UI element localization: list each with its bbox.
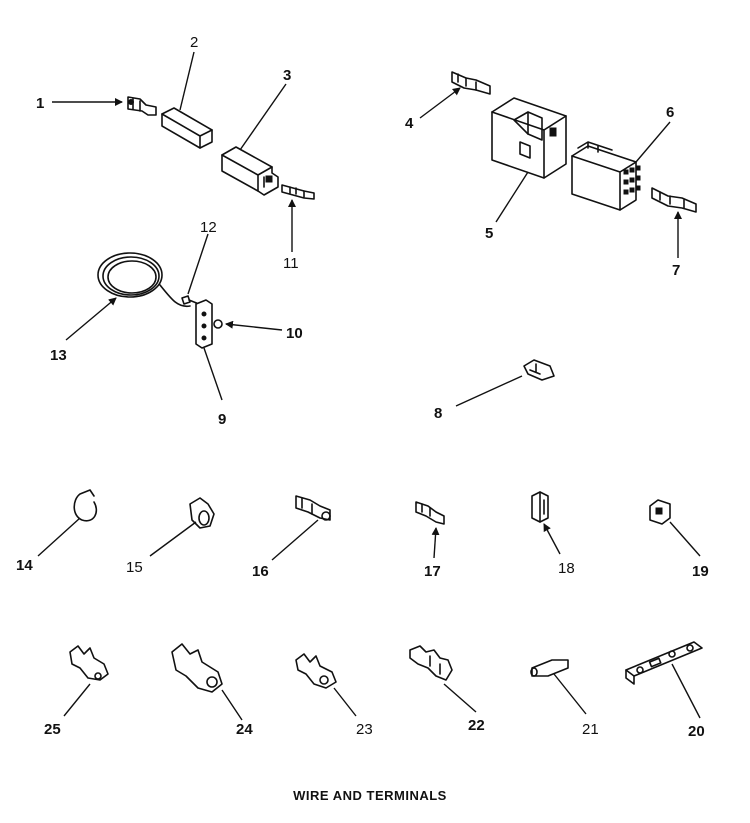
callout-17: 17 xyxy=(424,563,441,580)
callout-10: 10 xyxy=(286,325,303,342)
part-25-ring-terminal xyxy=(69,645,109,681)
part-7-pin xyxy=(651,187,697,213)
leader-23 xyxy=(333,687,357,717)
callout-22: 22 xyxy=(468,717,485,734)
leader-18 xyxy=(543,523,561,555)
callout-20: 20 xyxy=(688,723,705,740)
part-13-wire-coil xyxy=(97,252,191,308)
leader-10 xyxy=(225,320,283,331)
callout-14: 14 xyxy=(16,557,33,574)
callout-6: 6 xyxy=(666,104,674,121)
callout-24: 24 xyxy=(236,721,253,738)
callout-9: 9 xyxy=(218,411,226,428)
callout-19: 19 xyxy=(692,563,709,580)
plug-socket-grid xyxy=(623,165,641,195)
leader-21 xyxy=(553,673,587,715)
part-18-connector xyxy=(531,491,549,523)
part-17-terminal xyxy=(415,501,445,525)
leader-14 xyxy=(37,517,81,557)
part-24-ring-terminal xyxy=(171,643,223,693)
callout-1: 1 xyxy=(36,95,44,112)
part-4-terminal xyxy=(451,71,491,95)
callout-7: 7 xyxy=(672,262,680,279)
part-12-screw xyxy=(181,295,200,305)
callout-21: 21 xyxy=(582,721,599,738)
leader-22 xyxy=(443,683,477,713)
leader-15 xyxy=(149,521,197,557)
leader-5 xyxy=(495,171,529,223)
callout-8: 8 xyxy=(434,405,442,422)
leader-9 xyxy=(203,347,223,401)
part-11-pin-terminal xyxy=(281,184,315,200)
part-1-terminal xyxy=(127,96,157,116)
part-20-bracket xyxy=(625,641,703,685)
part-6-plug xyxy=(571,141,641,211)
part-10-washer xyxy=(213,319,223,329)
diagram-caption: WIRE AND TERMINALS xyxy=(293,788,447,803)
part-16-terminal xyxy=(295,495,331,521)
leader-12 xyxy=(187,233,209,295)
callout-18: 18 xyxy=(558,560,575,577)
part-15-clamp xyxy=(189,497,215,529)
part-8-clip xyxy=(523,359,555,381)
leader-13 xyxy=(65,297,117,341)
callout-25: 25 xyxy=(44,721,61,738)
callout-2: 2 xyxy=(190,34,198,51)
leader-8 xyxy=(455,375,523,407)
part-21-splice-sleeve xyxy=(530,659,569,677)
callout-16: 16 xyxy=(252,563,269,580)
callout-11: 11 xyxy=(283,255,299,272)
part-19-connector xyxy=(649,499,671,525)
part-14-wire-clip xyxy=(73,489,98,522)
leader-20 xyxy=(671,663,701,719)
callout-13: 13 xyxy=(50,347,67,364)
leader-16 xyxy=(271,519,319,561)
leader-25 xyxy=(63,683,91,717)
part-9-ground-strap xyxy=(195,299,213,349)
callout-5: 5 xyxy=(485,225,493,242)
leader-17 xyxy=(431,527,440,559)
leader-6 xyxy=(635,121,671,163)
part-23-ring-terminal xyxy=(295,653,337,689)
callout-4: 4 xyxy=(405,115,414,132)
part-22-terminal xyxy=(409,645,453,681)
callout-23: 23 xyxy=(356,721,373,738)
leader-2 xyxy=(179,51,195,111)
part-3-connector xyxy=(221,146,279,196)
leader-4 xyxy=(419,87,461,119)
part-2-housing xyxy=(161,107,213,149)
callout-15: 15 xyxy=(126,559,143,576)
callout-12: 12 xyxy=(200,219,217,236)
leader-19 xyxy=(669,521,701,557)
leader-24 xyxy=(221,689,243,721)
leader-3 xyxy=(239,83,287,151)
part-5-connector-block xyxy=(491,97,567,179)
callout-3: 3 xyxy=(283,67,291,84)
